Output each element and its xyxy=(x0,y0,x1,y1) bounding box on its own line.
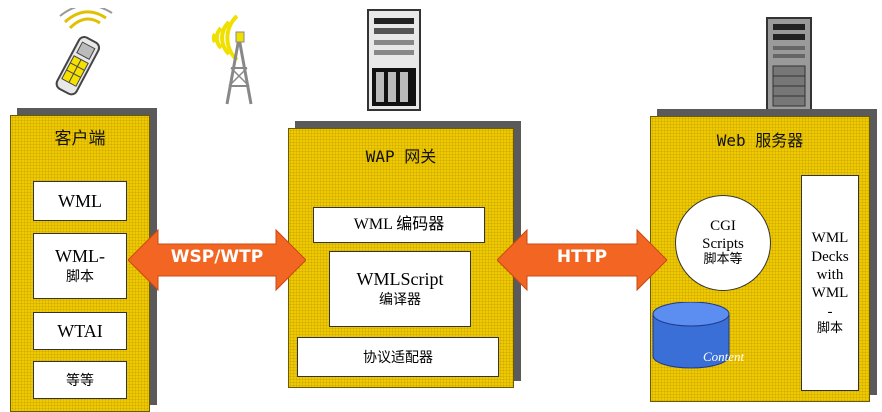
content-label: Content xyxy=(703,349,745,364)
protocol-adapter: 协议适配器 xyxy=(297,337,499,377)
wml-decks-panel: WML Decks with WML - 脚本 xyxy=(801,175,859,391)
wsp-wtp-arrow xyxy=(128,228,306,292)
client-item-wtai: WTAI xyxy=(33,312,127,350)
client-item-wml: WML xyxy=(33,181,127,221)
http-arrow xyxy=(497,228,667,292)
web-server-icon xyxy=(766,17,812,113)
wml-encoder: WML 编码器 xyxy=(313,207,485,243)
http-label: HTTP xyxy=(556,247,608,267)
gateway-server-icon xyxy=(367,9,421,111)
client-box: 客户端 WML WML- 脚本 WTAI 等等 xyxy=(10,115,150,412)
gateway-title: WAP 网关 xyxy=(365,147,437,166)
web-server-title: Web 服务器 xyxy=(716,131,804,150)
content-database-icon xyxy=(652,302,730,369)
cgi-scripts-circle: CGI Scripts 脚本等 xyxy=(675,195,771,291)
gateway-box: WAP 网关 WML 编码器 WMLScript 编译器 协议适配器 xyxy=(288,128,514,388)
wmlscript-compiler: WMLScript 编译器 xyxy=(329,251,471,327)
antenna-tower-icon xyxy=(211,14,253,105)
client-item-etc: 等等 xyxy=(33,361,127,399)
mobile-phone-icon xyxy=(55,8,113,96)
web-server-box: Web 服务器 CGI Scripts 脚本等 WML Decks with W… xyxy=(650,116,870,402)
client-title: 客户端 xyxy=(54,129,106,149)
client-item-wmlscript: WML- 脚本 xyxy=(33,233,127,299)
wsp-wtp-label: WSP/WTP xyxy=(170,247,264,267)
